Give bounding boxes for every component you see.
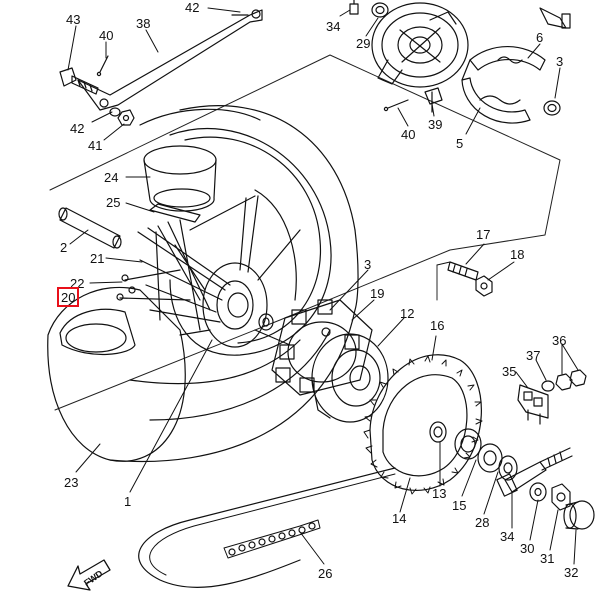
dust-seal-29-small [372, 3, 388, 17]
cotter-pin-40-left [97, 56, 108, 76]
stud-bolt-17 [448, 262, 478, 280]
part-label-36[interactable]: 36 [552, 333, 567, 348]
part-label-24[interactable]: 24 [104, 170, 119, 185]
axle-nut-cap-32 [564, 501, 594, 529]
fwd-direction-arrow [68, 560, 110, 590]
part-label-25[interactable]: 25 [106, 195, 121, 210]
part-label-42b[interactable]: 42 [70, 121, 85, 136]
wheel-hub-1 [175, 230, 300, 347]
washer-42-left [110, 108, 120, 116]
part-label-3b[interactable]: 3 [364, 257, 372, 272]
drive-chain-26 [139, 468, 395, 587]
spacer-flange-25 [150, 204, 200, 222]
part-label-23[interactable]: 23 [64, 475, 79, 490]
chain-adjuster-35 [518, 385, 548, 424]
part-label-38[interactable]: 38 [136, 16, 151, 31]
nuts-36 [556, 370, 586, 390]
part-label-14[interactable]: 14 [392, 511, 407, 526]
part-label-1[interactable]: 1 [124, 494, 132, 509]
part-label-2[interactable]: 2 [60, 240, 68, 255]
washer-30 [530, 483, 546, 501]
cotter-pin-40-right [384, 100, 408, 111]
part-label-3[interactable]: 3 [556, 54, 564, 69]
spoke-nipples-22 [117, 275, 135, 300]
part-label-40[interactable]: 40 [99, 28, 114, 43]
sprocket-16 [364, 355, 482, 494]
part-label-29[interactable]: 29 [356, 36, 371, 51]
part-label-19[interactable]: 19 [370, 286, 385, 301]
bearing-15 [478, 444, 502, 472]
nut-41 [118, 110, 134, 125]
part-label-12[interactable]: 12 [400, 306, 415, 321]
stud-bracket-b [437, 262, 450, 265]
nut-31 [552, 484, 570, 510]
spokes [120, 196, 258, 330]
washer-37 [542, 381, 554, 391]
part-label-35[interactable]: 35 [502, 364, 517, 379]
assembly-outline [50, 55, 560, 410]
part-label-37[interactable]: 37 [526, 348, 541, 363]
brake-panel-29 [372, 3, 468, 87]
collar-2 [59, 208, 121, 248]
spacer-24 [144, 146, 216, 211]
part-label-40b[interactable]: 40 [401, 127, 416, 142]
part-label-43[interactable]: 43 [66, 12, 81, 27]
oil-seal-3-top [544, 101, 560, 115]
part-label-31[interactable]: 31 [540, 551, 555, 566]
part-label-41[interactable]: 41 [88, 138, 103, 153]
chain-puller-34 [497, 448, 572, 496]
bolt-39 [425, 88, 442, 112]
part-label-30[interactable]: 30 [520, 541, 535, 556]
part-label-32[interactable]: 32 [564, 565, 579, 580]
sprocket-hub-12 [312, 334, 388, 422]
part-label-17[interactable]: 17 [476, 227, 491, 242]
part-label-18[interactable]: 18 [510, 247, 525, 262]
part-label-13[interactable]: 13 [432, 486, 447, 501]
part-label-42[interactable]: 42 [185, 0, 200, 15]
part-label-6[interactable]: 6 [536, 30, 544, 45]
part-label-16[interactable]: 16 [430, 318, 445, 333]
part-label-15[interactable]: 15 [452, 498, 467, 513]
part-label-5[interactable]: 5 [456, 136, 464, 151]
part-label-22[interactable]: 22 [70, 276, 85, 291]
wheel-rim [170, 129, 331, 356]
bolt-34-top [350, 0, 358, 14]
tire-23 [48, 106, 358, 462]
nut-18 [476, 276, 492, 296]
part-label-20-highlighted[interactable]: 20 [57, 287, 80, 307]
part-label-26[interactable]: 26 [318, 566, 333, 581]
bearing-13b [455, 429, 481, 459]
part-label-34[interactable]: 34 [326, 19, 341, 34]
cam-lever-top-right [540, 8, 570, 28]
oil-seal-28 [499, 456, 517, 480]
collar-13 [430, 422, 446, 442]
part-label-39[interactable]: 39 [428, 117, 443, 132]
brake-shoes-5 [462, 47, 545, 123]
part-label-21[interactable]: 21 [90, 251, 105, 266]
part-label-34b[interactable]: 34 [500, 529, 515, 544]
part-label-28[interactable]: 28 [475, 515, 490, 530]
torque-arm-38 [78, 10, 262, 110]
wheel-bearing-3 [259, 314, 273, 330]
leader-lines [68, 8, 578, 564]
